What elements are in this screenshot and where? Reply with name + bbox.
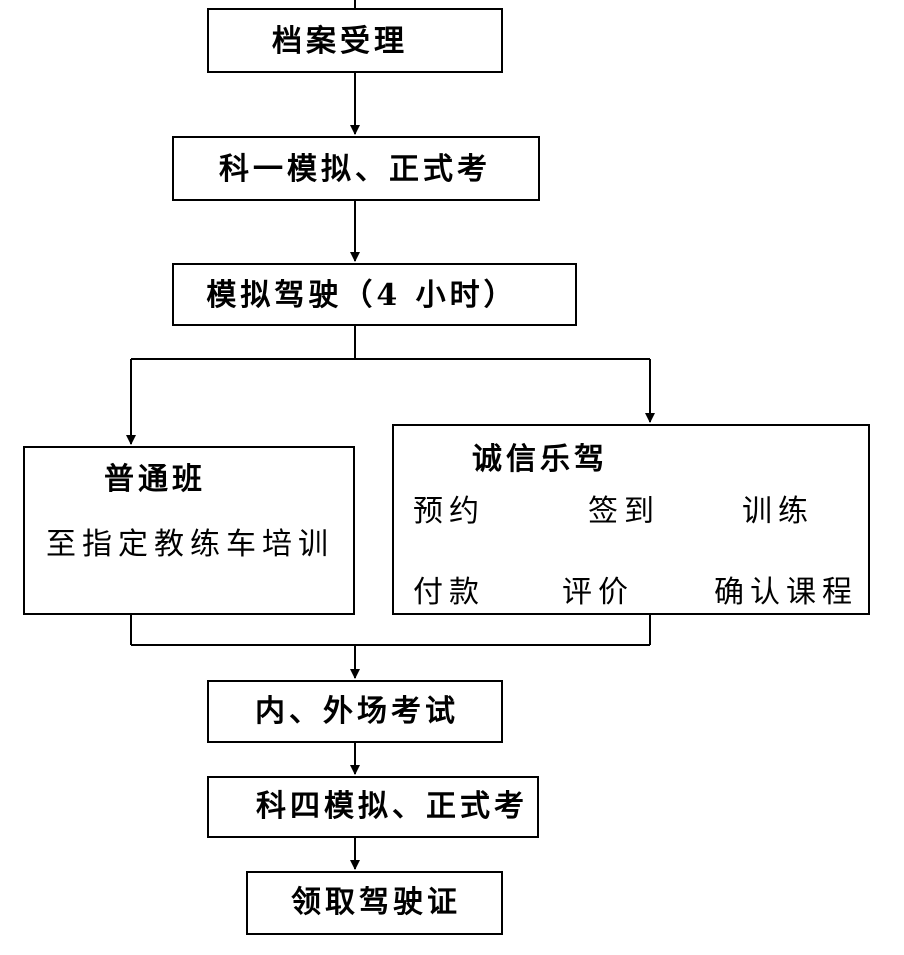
step-field-exam-label: 内、外场考试 [255, 694, 459, 729]
step-license-label: 领取驾驶证 [291, 885, 461, 920]
regular-class-description: 至指定教练车培训 [46, 527, 334, 562]
flow-step-xunlian: 训练 [742, 494, 814, 529]
step-archive-label: 档案受理 [272, 24, 408, 59]
step-archive-box [207, 8, 503, 73]
flow-step-qiandao: 签到 [588, 494, 660, 529]
step-subject4-label: 科四模拟、正式考 [256, 789, 528, 824]
step-simulation-box [172, 263, 577, 326]
step-field-exam-box [207, 680, 503, 743]
step-subject1-label: 科一模拟、正式考 [219, 152, 491, 187]
step-subject1-box [172, 136, 540, 201]
integrity-class-box [392, 424, 870, 615]
step-license-box [246, 871, 503, 935]
regular-class-title: 普通班 [104, 462, 206, 497]
step-simulation-label: 模拟驾驶（4 小时） [206, 278, 518, 313]
flow-step-pingjia: 评价 [562, 575, 634, 610]
step-subject4-box [207, 776, 539, 838]
flow-step-queren: 确认课程 [714, 575, 858, 610]
flow-step-yuyue: 预约 [413, 494, 485, 529]
regular-class-box [23, 446, 355, 615]
integrity-class-title: 诚信乐驾 [472, 442, 608, 477]
flow-step-fukuan: 付款 [413, 575, 485, 610]
